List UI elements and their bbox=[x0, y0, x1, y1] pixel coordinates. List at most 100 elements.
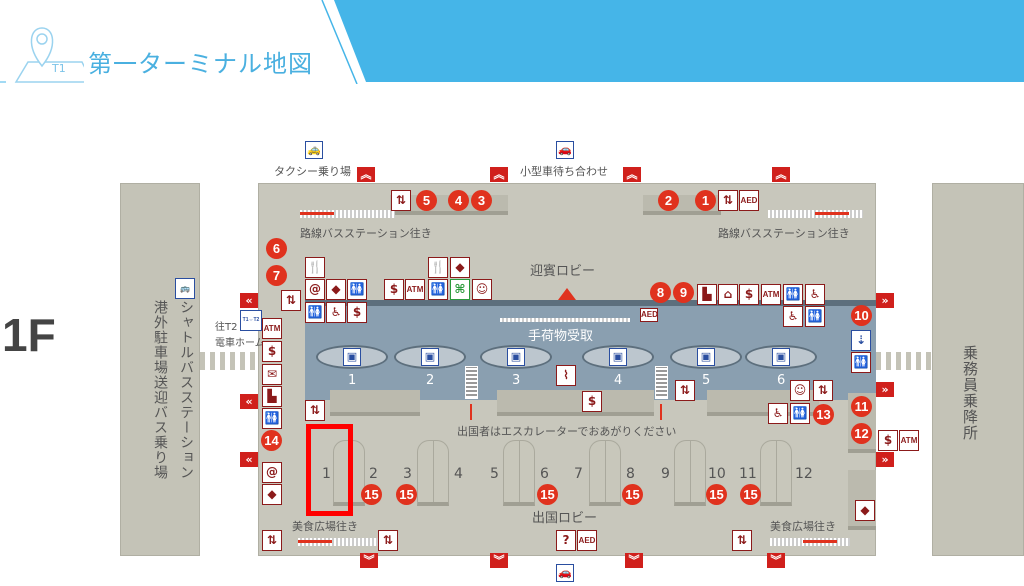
up-arrow-icon bbox=[558, 288, 576, 300]
currency-exchange-icon: $ bbox=[582, 391, 602, 412]
atm-icon: ATM bbox=[761, 284, 781, 305]
badge-15[interactable]: 15 bbox=[706, 484, 727, 505]
nursing-room-icon: ☺ bbox=[472, 279, 492, 300]
toilet-icon: 🚻 bbox=[347, 279, 367, 300]
baggage-icon: ▣ bbox=[697, 348, 715, 366]
currency-exchange-icon: $ bbox=[384, 279, 404, 300]
car-pickup-label: 小型車待ち合わせ bbox=[520, 165, 608, 178]
exit-down-chevron[interactable]: ︾ bbox=[767, 553, 785, 568]
badge-1[interactable]: 1 bbox=[695, 190, 716, 211]
badge-14[interactable]: 14 bbox=[261, 430, 282, 451]
walkway-top-left bbox=[300, 210, 395, 218]
nursery-icon: ☺ bbox=[790, 380, 810, 401]
exit-left-chevron[interactable]: « bbox=[240, 293, 258, 308]
departure-lobby-label: 出国ロビー bbox=[532, 511, 598, 526]
currency-exchange-icon: $ bbox=[739, 284, 759, 305]
aed-icon: AED bbox=[640, 308, 658, 322]
escalator-arrow bbox=[660, 404, 662, 420]
train-platform-label: 電車ホーム bbox=[215, 338, 265, 349]
carousel-number: 6 bbox=[777, 373, 786, 388]
baggage-claim-label: 手荷物受取 bbox=[528, 329, 594, 344]
badge-4[interactable]: 4 bbox=[448, 190, 469, 211]
service-counter-icon: ▙ bbox=[262, 386, 282, 407]
carousel-number: 1 bbox=[348, 373, 357, 388]
badge-3[interactable]: 3 bbox=[471, 190, 492, 211]
gate-number: 4 bbox=[454, 466, 463, 482]
t2-label: 往T2 bbox=[215, 322, 238, 333]
bus-station-right-label: 路線バスステーション往き bbox=[718, 227, 850, 240]
car-icon-bottom: 🚗 bbox=[556, 564, 574, 582]
gate-number: 10 bbox=[708, 466, 726, 482]
aed-icon: AED bbox=[577, 530, 597, 551]
atm-icon: ATM bbox=[405, 279, 425, 300]
right-crew-building bbox=[932, 183, 1024, 556]
exit-left-chevron[interactable]: « bbox=[240, 394, 258, 409]
train-icon: T1⇔T2 bbox=[240, 310, 262, 331]
exit-up-chevron[interactable]: ︽ bbox=[772, 167, 790, 182]
baggage-icon: ▣ bbox=[609, 348, 627, 366]
currency-exchange-icon: $ bbox=[347, 302, 367, 323]
exit-right-chevron[interactable]: » bbox=[876, 382, 894, 397]
toilet-icon: 🚻 bbox=[790, 403, 810, 424]
toilet-icon: 🚻 bbox=[805, 306, 825, 327]
escalator bbox=[655, 366, 668, 399]
badge-5[interactable]: 5 bbox=[416, 190, 437, 211]
elevator-icon: ⇅ bbox=[378, 530, 398, 551]
food-court-left-label: 美食広場往き bbox=[292, 520, 358, 533]
elevator-icon: ⇅ bbox=[262, 530, 282, 551]
badge-15[interactable]: 15 bbox=[537, 484, 558, 505]
baggage-icon: ▣ bbox=[343, 348, 361, 366]
badge-10[interactable]: 10 bbox=[851, 305, 872, 326]
badge-6[interactable]: 6 bbox=[266, 238, 287, 259]
escalator-arrow bbox=[470, 404, 472, 420]
exit-down-chevron[interactable]: ︾ bbox=[360, 553, 378, 568]
exit-down-chevron[interactable]: ︾ bbox=[625, 553, 643, 568]
exit-left-chevron[interactable]: « bbox=[240, 452, 258, 467]
wheelchair-icon: ♿ bbox=[783, 306, 803, 327]
arrow-right bbox=[300, 212, 334, 215]
elevator-icon: ⇅ bbox=[391, 190, 411, 211]
toilet-icon: 🚻 bbox=[305, 302, 325, 323]
header-banner bbox=[0, 0, 1024, 84]
counter bbox=[497, 390, 654, 416]
information-icon: ? bbox=[556, 530, 576, 551]
gate-number: 6 bbox=[540, 466, 549, 482]
baggage-icon: ▣ bbox=[772, 348, 790, 366]
arrow-left bbox=[803, 540, 837, 543]
lounge-icon: ⌂ bbox=[718, 284, 738, 305]
gate-number: 2 bbox=[369, 466, 378, 482]
taxi-icon: 🚕 bbox=[305, 141, 323, 159]
badge-13[interactable]: 13 bbox=[813, 404, 834, 425]
exit-down-chevron[interactable]: ︾ bbox=[490, 553, 508, 568]
badge-12[interactable]: 12 bbox=[851, 423, 872, 444]
escalator bbox=[465, 366, 478, 399]
bus-icon: 🚌 bbox=[175, 278, 195, 299]
exit-up-chevron[interactable]: ︽ bbox=[623, 167, 641, 182]
exit-right-chevron[interactable]: » bbox=[876, 452, 894, 467]
badge-15[interactable]: 15 bbox=[740, 484, 761, 505]
counter bbox=[330, 390, 420, 416]
badge-2[interactable]: 2 bbox=[658, 190, 679, 211]
terminal-pin-icon: T1 bbox=[12, 22, 94, 84]
arrival-lobby-label: 迎賓ロビー bbox=[530, 264, 596, 279]
gift-shop-icon: ◆ bbox=[855, 500, 875, 521]
toilet-icon: 🚻 bbox=[851, 352, 871, 373]
badge-15[interactable]: 15 bbox=[622, 484, 643, 505]
badge-15[interactable]: 15 bbox=[361, 484, 382, 505]
badge-11[interactable]: 11 bbox=[851, 396, 872, 417]
arrow-left bbox=[815, 212, 849, 215]
badge-15[interactable]: 15 bbox=[396, 484, 417, 505]
badge-8[interactable]: 8 bbox=[650, 282, 671, 303]
badge-7[interactable]: 7 bbox=[266, 265, 287, 286]
restaurant-icon: 🍴 bbox=[305, 257, 325, 278]
atm-icon: ATM bbox=[899, 430, 919, 451]
exit-right-chevron[interactable]: » bbox=[876, 293, 894, 308]
mail-icon: ✉ bbox=[262, 364, 282, 385]
exit-up-chevron[interactable]: ︽ bbox=[357, 167, 375, 182]
crosswalk-right bbox=[876, 352, 932, 370]
gate-number: 12 bbox=[795, 466, 813, 482]
bus-station-left-label: 路線バスステーション往き bbox=[300, 227, 432, 240]
badge-9[interactable]: 9 bbox=[673, 282, 694, 303]
exit-up-chevron[interactable]: ︽ bbox=[490, 167, 508, 182]
internet-icon: @ bbox=[305, 279, 325, 300]
